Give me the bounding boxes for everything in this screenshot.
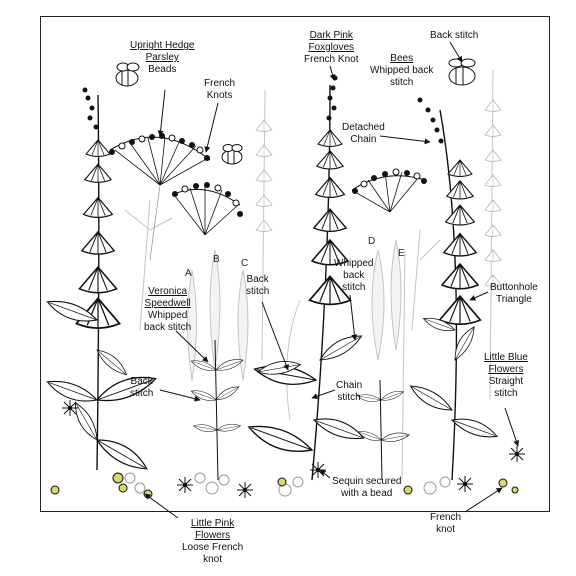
right-foxglove xyxy=(406,97,500,481)
bee-right xyxy=(448,58,476,86)
label-french-knots: French Knots xyxy=(204,78,236,101)
letter-c: C xyxy=(241,258,249,269)
bee-middle xyxy=(221,144,243,165)
letter-a: A xyxy=(185,268,192,279)
label-veronica-speedwell: Veronica Speedwell Whipped back stitch xyxy=(144,286,192,333)
label-arrows xyxy=(144,41,520,519)
label-upright-hedge-parsley: Upright Hedge Parsley Beads xyxy=(130,40,195,75)
bee-left xyxy=(115,62,140,87)
background-foxglove-right xyxy=(484,99,502,287)
label-little-blue-flowers: Little Blue Flowers Straight stitch xyxy=(484,352,528,399)
label-dark-pink-foxgloves: Dark Pink Foxgloves French Knot xyxy=(304,30,359,65)
letter-e: E xyxy=(398,248,405,259)
label-back-stitch-left: Back stitch xyxy=(130,376,154,399)
label-bees-back-stitch: Back stitch xyxy=(430,30,479,41)
letter-b: B xyxy=(213,254,220,265)
label-bees: Bees Whipped back stitch xyxy=(370,53,434,88)
label-french-knot-bottom: French knot xyxy=(430,512,462,535)
label-buttonhole-triangle: Buttonhole Triangle xyxy=(490,282,538,305)
label-whipped-back-stitch: Whipped back stitch xyxy=(334,258,374,293)
parsley-beads xyxy=(109,133,427,217)
background-plants xyxy=(124,69,494,481)
diagram-frame xyxy=(40,16,550,512)
label-detached-chain: Detached Chain xyxy=(342,122,385,145)
letter-d: D xyxy=(368,236,376,247)
label-sequin: Sequin secured with a bead xyxy=(332,476,402,499)
label-chain-stitch: Chain stitch xyxy=(336,380,363,403)
label-little-pink-flowers: Little Pink Flowers Loose French knot xyxy=(182,518,244,565)
left-foxglove xyxy=(44,87,159,476)
label-back-stitch-c: Back stitch xyxy=(246,274,270,297)
veronica-plant xyxy=(189,339,411,481)
